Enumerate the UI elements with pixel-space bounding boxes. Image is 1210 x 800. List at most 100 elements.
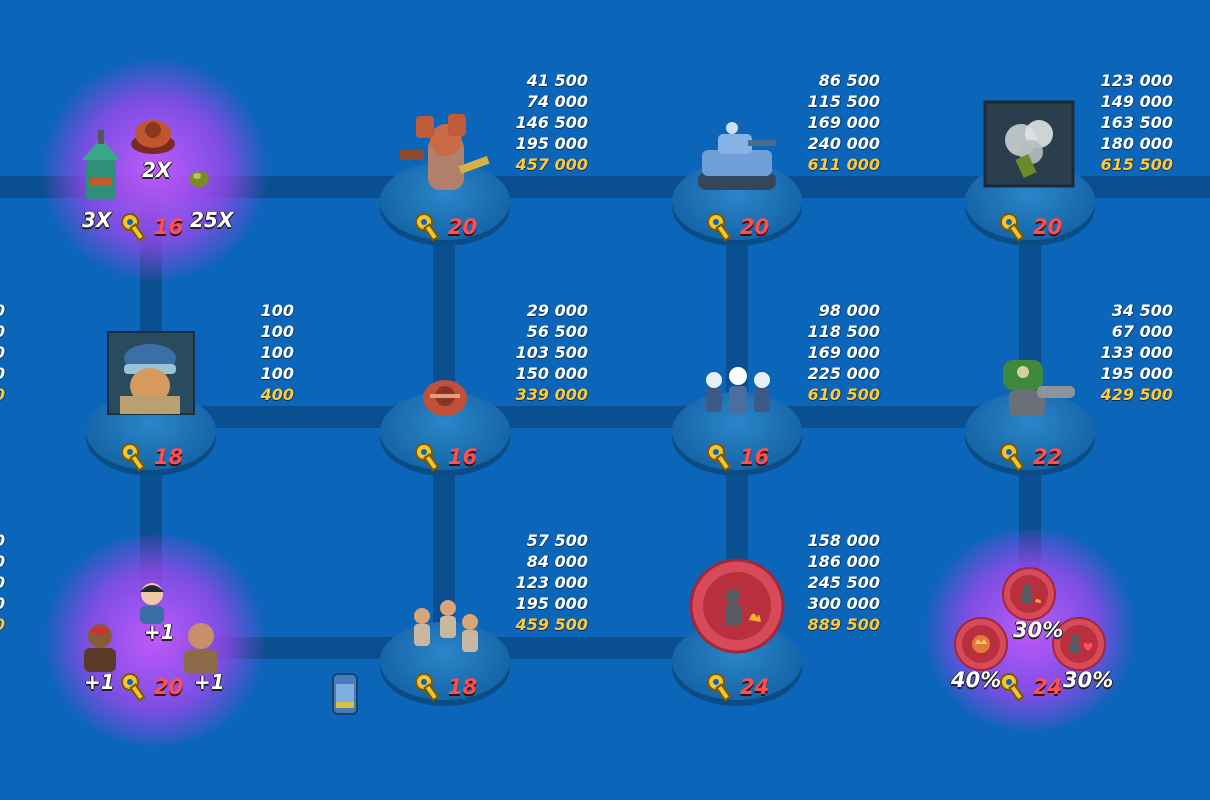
upgrade-node-r2c1[interactable]: 18 <box>86 331 216 472</box>
stat-value: 100 <box>260 343 294 362</box>
mine-icon <box>131 120 175 154</box>
stat-value: 100 <box>260 322 294 341</box>
upgrade-node-r3c2[interactable]: 18 <box>380 570 510 702</box>
stat-total: 429 500 <box>1100 385 1173 404</box>
soldier-fire-badge-icon <box>1002 567 1056 621</box>
upgrade-stats: 57 500 84 000 123 000 195 000 459 500 <box>500 530 588 635</box>
upgrade-node-r1c2[interactable]: 20 <box>380 110 510 242</box>
stat-value: 98 000 <box>818 301 880 320</box>
hero-portrait-icon <box>107 331 195 415</box>
stat-value: 34 500 <box>1111 301 1173 320</box>
stat-value: 133 000 <box>1100 343 1173 362</box>
stat-value: 158 000 <box>807 531 880 550</box>
stat-value: 169 000 <box>807 343 880 362</box>
stat-total: 611 000 <box>807 155 880 174</box>
crown-badge-icon <box>954 617 1008 671</box>
upgrade-node-r2c4[interactable]: 22 <box>965 340 1095 472</box>
flamethrower-icon <box>400 114 490 190</box>
upgrade-stats: 29 000 56 500 103 500 150 000 339 000 <box>500 300 588 405</box>
upgrade-stats: 98 000 118 500 169 000 225 000 610 500 <box>792 300 880 405</box>
key-cost-value: 24 <box>1033 675 1063 699</box>
key-cost: 24 <box>706 672 769 702</box>
stat-value: 67 000 <box>1111 322 1173 341</box>
key-cost-value: 16 <box>740 445 770 469</box>
stat-value: 115 500 <box>807 92 880 111</box>
key-icon <box>707 213 732 242</box>
stat-value: 41 500 <box>526 71 588 90</box>
key-cost: 22 <box>999 442 1062 472</box>
upgrade-stats: 100 100 100 100 400 <box>206 300 294 405</box>
stat-value: 74 000 <box>526 92 588 111</box>
key-cost-value: 20 <box>448 215 478 239</box>
key-cost-value: 20 <box>740 215 770 239</box>
reward-glow <box>40 535 270 745</box>
key-icon <box>707 443 732 472</box>
key-icon <box>707 673 732 702</box>
key-cost: 20 <box>414 212 477 242</box>
stat-value: 195 000 <box>515 134 588 153</box>
upgrade-node-r3c1[interactable]: +1 +1 +1 20 <box>84 570 225 702</box>
key-icon <box>1000 443 1025 472</box>
upgrade-stats: 41 500 74 000 146 500 195 000 457 000 <box>500 70 588 175</box>
mine-icon <box>423 380 467 416</box>
key-cost-value: 20 <box>154 675 184 699</box>
key-cost: 24 <box>999 672 1062 702</box>
key-icon <box>1000 673 1025 702</box>
troops-icon <box>706 367 770 414</box>
multiplier-2x: 2X <box>142 158 172 182</box>
key-cost-value: 24 <box>740 675 770 699</box>
key-cost: 18 <box>120 442 183 472</box>
brawlers-icon <box>414 600 478 652</box>
stat-value: 100 <box>260 364 294 383</box>
stat-value: 84 000 <box>526 552 588 571</box>
stat-value: 169 000 <box>807 113 880 132</box>
stat-value: 100 <box>260 301 294 320</box>
stat-value: 186 000 <box>807 552 880 571</box>
path-row-1 <box>0 176 1210 198</box>
hero-rifle-icon <box>140 583 164 624</box>
hero-bonus: +1 <box>194 670 225 694</box>
tank-icon <box>698 122 776 190</box>
multiplier-25x: 25X <box>190 208 234 232</box>
upgrade-node-r2c3[interactable]: 16 <box>672 340 802 472</box>
key-cost-value: 18 <box>448 675 478 699</box>
upgrade-node-r1c3[interactable]: 20 <box>672 110 802 242</box>
stat-value: 118 500 <box>807 322 880 341</box>
stat-value: 150 000 <box>515 364 588 383</box>
upgrade-stats: 86 500 115 500 169 000 240 000 611 000 <box>792 70 880 175</box>
stat-value: 123 000 <box>515 573 588 592</box>
stat-value: 225 000 <box>807 364 880 383</box>
key-cost: 20 <box>120 672 183 702</box>
stat-value: 163 500 <box>1100 113 1173 132</box>
stat-total: 615 500 <box>1100 155 1173 174</box>
key-cost: 16 <box>414 442 477 472</box>
hero-bonus: +1 <box>84 670 115 694</box>
stat-value: 195 000 <box>515 594 588 613</box>
upgrade-node-r1c4[interactable]: 20 <box>965 100 1095 242</box>
key-cost-value: 16 <box>154 215 184 239</box>
stat-value: 123 000 <box>1100 71 1173 90</box>
key-cost-value: 20 <box>1033 215 1063 239</box>
stat-value: 56 500 <box>526 322 588 341</box>
key-icon <box>121 673 146 702</box>
upgrade-node-r1c1[interactable]: 3X 2X 25X 16 <box>82 110 233 242</box>
bonus-percent: 30% <box>1013 618 1064 642</box>
stat-total: 400 <box>260 385 294 404</box>
stat-value: 180 000 <box>1100 134 1173 153</box>
upgrade-stats: 158 000 186 000 245 500 300 000 889 500 <box>792 530 880 635</box>
key-icon <box>121 443 146 472</box>
cannon-icon <box>1003 360 1075 416</box>
bonus-percent: 40% <box>951 668 1002 692</box>
stat-value: 29 000 <box>526 301 588 320</box>
stat-value: 57 500 <box>526 531 588 550</box>
upgrade-node-r3c3[interactable]: 24 <box>672 558 802 702</box>
stat-total: 339 000 <box>515 385 588 404</box>
upgrade-node-r2c2[interactable]: 16 <box>380 340 510 472</box>
key-cost: 20 <box>999 212 1062 242</box>
soldier-fire-badge-icon <box>689 558 785 654</box>
key-icon <box>121 213 146 242</box>
canister-icon[interactable] <box>330 672 360 716</box>
upgrade-node-r3c4[interactable]: 30% 40% 30% 24 <box>951 567 1113 702</box>
stat-value: 86 500 <box>818 71 880 90</box>
